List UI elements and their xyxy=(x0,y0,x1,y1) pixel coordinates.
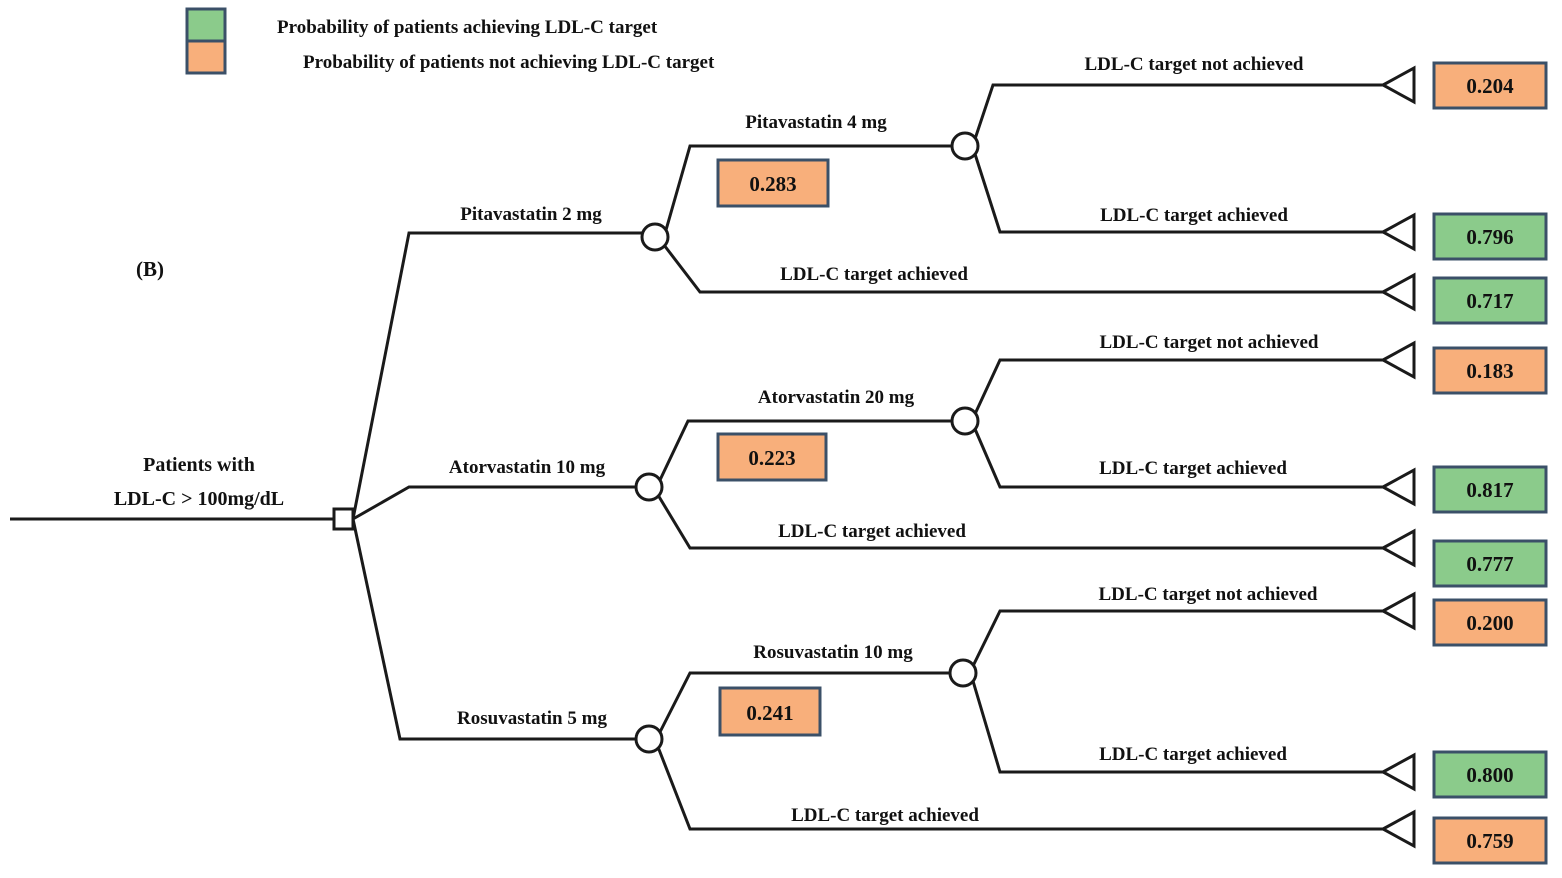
legend-label-achieved: Probability of patients achieving LDL-C … xyxy=(277,17,658,38)
edge-root-to-rosuvastatin xyxy=(351,518,642,741)
edge-rosuvastatin-10mg-achieved xyxy=(971,680,1383,774)
terminal-triangle-0759 xyxy=(1379,809,1416,849)
edge-pitavastatin-2mg-achieved xyxy=(662,244,1383,294)
edge-atorvastatin-to-20mg xyxy=(658,419,952,481)
value-box-0717 xyxy=(1432,276,1548,325)
terminal-triangle-0777 xyxy=(1379,528,1416,568)
chance-node-rosuvastatin-5mg xyxy=(634,724,664,754)
chance-node-atorvastatin-10mg xyxy=(634,472,664,502)
edge-root-to-atorvastatin xyxy=(352,485,642,521)
legend-swatch-achieved xyxy=(185,7,227,43)
root-node: Patients with LDL-C > 100mg/dL xyxy=(10,454,355,531)
panel-label: (B) xyxy=(136,257,164,281)
sub-label-pitavastatin-not-achieved: LDL-C target not achieved xyxy=(1085,54,1304,75)
value-box-0796 xyxy=(1432,212,1548,261)
value-box-0200 xyxy=(1432,598,1548,647)
chance-node-rosuvastatin-10mg xyxy=(948,658,978,688)
chance-node-pitavastatin-2mg xyxy=(640,222,670,252)
direct-label-atorvastatin-achieved: LDL-C target achieved xyxy=(778,521,966,542)
value-box-pitavastatin-intermediate xyxy=(716,158,830,208)
value-box-rosuvastatin-intermediate xyxy=(718,686,822,737)
value-text-0717: 0.717 xyxy=(1466,289,1513,313)
branch-group-rosuvastatin: Rosuvastatin 5 mg Rosuvastatin 10 mg 0.2… xyxy=(457,584,1548,865)
sub-label-atorvastatin-not-achieved: LDL-C target not achieved xyxy=(1100,332,1319,353)
edge-rosuvastatin-10mg-not-achieved xyxy=(971,609,1383,667)
value-text-0800: 0.800 xyxy=(1466,763,1513,787)
value-box-0800 xyxy=(1432,750,1548,799)
value-box-0777 xyxy=(1432,539,1548,588)
value-text-0183: 0.183 xyxy=(1466,359,1513,383)
branch-label-atorvastatin-20mg: Atorvastatin 20 mg xyxy=(758,387,915,408)
root-label-line2: LDL-C > 100mg/dL xyxy=(114,488,284,510)
value-text-0817: 0.817 xyxy=(1466,478,1513,502)
sub-label-atorvastatin-achieved: LDL-C target achieved xyxy=(1099,458,1287,479)
legend: Probability of patients achieving LDL-C … xyxy=(185,7,715,75)
root-label-line1: Patients with xyxy=(143,454,255,476)
direct-label-rosuvastatin-achieved: LDL-C target achieved xyxy=(791,805,979,826)
branch-label-rosuvastatin-5mg: Rosuvastatin 5 mg xyxy=(457,708,607,729)
value-text-atorvastatin-intermediate: 0.223 xyxy=(748,446,795,470)
value-text-0200: 0.200 xyxy=(1466,611,1513,635)
value-text-rosuvastatin-intermediate: 0.241 xyxy=(746,701,793,725)
branch-group-atorvastatin: Atorvastatin 10 mg Atorvastatin 20 mg 0.… xyxy=(449,332,1548,588)
value-text-0204: 0.204 xyxy=(1466,74,1514,98)
legend-swatch-not-achieved xyxy=(185,39,227,75)
edge-pitavastatin-4mg-not-achieved xyxy=(973,83,1383,140)
sub-label-rosuvastatin-achieved: LDL-C target achieved xyxy=(1099,744,1287,765)
terminal-triangle-0183 xyxy=(1379,340,1416,380)
terminal-triangle-0200 xyxy=(1379,591,1416,631)
branch-group-pitavastatin: Pitavastatin 2 mg Pitavastatin 4 mg 0.28… xyxy=(460,54,1548,325)
branch-label-pitavastatin-4mg: Pitavastatin 4 mg xyxy=(745,112,887,133)
sub-label-pitavastatin-achieved: LDL-C target achieved xyxy=(1100,205,1288,226)
value-text-0759: 0.759 xyxy=(1466,829,1513,853)
edge-pitavastatin-4mg-achieved xyxy=(973,153,1383,234)
edge-root-to-pitavastatin xyxy=(351,231,648,520)
value-text-pitavastatin-intermediate: 0.283 xyxy=(749,172,796,196)
edge-rosuvastatin-to-10mg xyxy=(658,671,950,733)
chance-node-pitavastatin-4mg xyxy=(950,131,980,161)
value-text-0796: 0.796 xyxy=(1466,225,1513,249)
value-box-0204 xyxy=(1432,61,1548,110)
branch-label-rosuvastatin-10mg: Rosuvastatin 10 mg xyxy=(753,642,913,663)
terminal-triangle-0800 xyxy=(1379,752,1416,792)
value-box-0817 xyxy=(1432,465,1548,514)
branch-label-pitavastatin-2mg: Pitavastatin 2 mg xyxy=(460,204,602,225)
value-box-0183 xyxy=(1432,346,1548,395)
chance-node-atorvastatin-20mg xyxy=(950,406,980,436)
edge-rosuvastatin-5mg-achieved xyxy=(656,746,1383,831)
value-box-atorvastatin-intermediate xyxy=(716,432,828,482)
decision-square-node xyxy=(332,507,355,531)
edge-atorvastatin-20mg-achieved xyxy=(973,428,1383,489)
main-branch-edges xyxy=(351,231,648,741)
value-box-0759 xyxy=(1432,816,1548,865)
edge-pitavastatin-to-4mg xyxy=(664,144,952,231)
value-text-0777: 0.777 xyxy=(1466,552,1513,576)
legend-label-not-achieved: Probability of patients not achieving LD… xyxy=(303,52,715,73)
terminal-triangle-0204 xyxy=(1379,65,1416,105)
sub-label-rosuvastatin-not-achieved: LDL-C target not achieved xyxy=(1099,584,1318,605)
edge-atorvastatin-20mg-not-achieved xyxy=(973,358,1383,415)
terminal-triangle-0817 xyxy=(1379,467,1416,507)
terminal-triangle-0717 xyxy=(1379,272,1416,312)
branch-label-atorvastatin-10mg: Atorvastatin 10 mg xyxy=(449,457,606,478)
edge-atorvastatin-10mg-achieved xyxy=(656,494,1383,550)
direct-label-pitavastatin-achieved: LDL-C target achieved xyxy=(780,264,968,285)
terminal-triangle-0796 xyxy=(1379,212,1416,252)
